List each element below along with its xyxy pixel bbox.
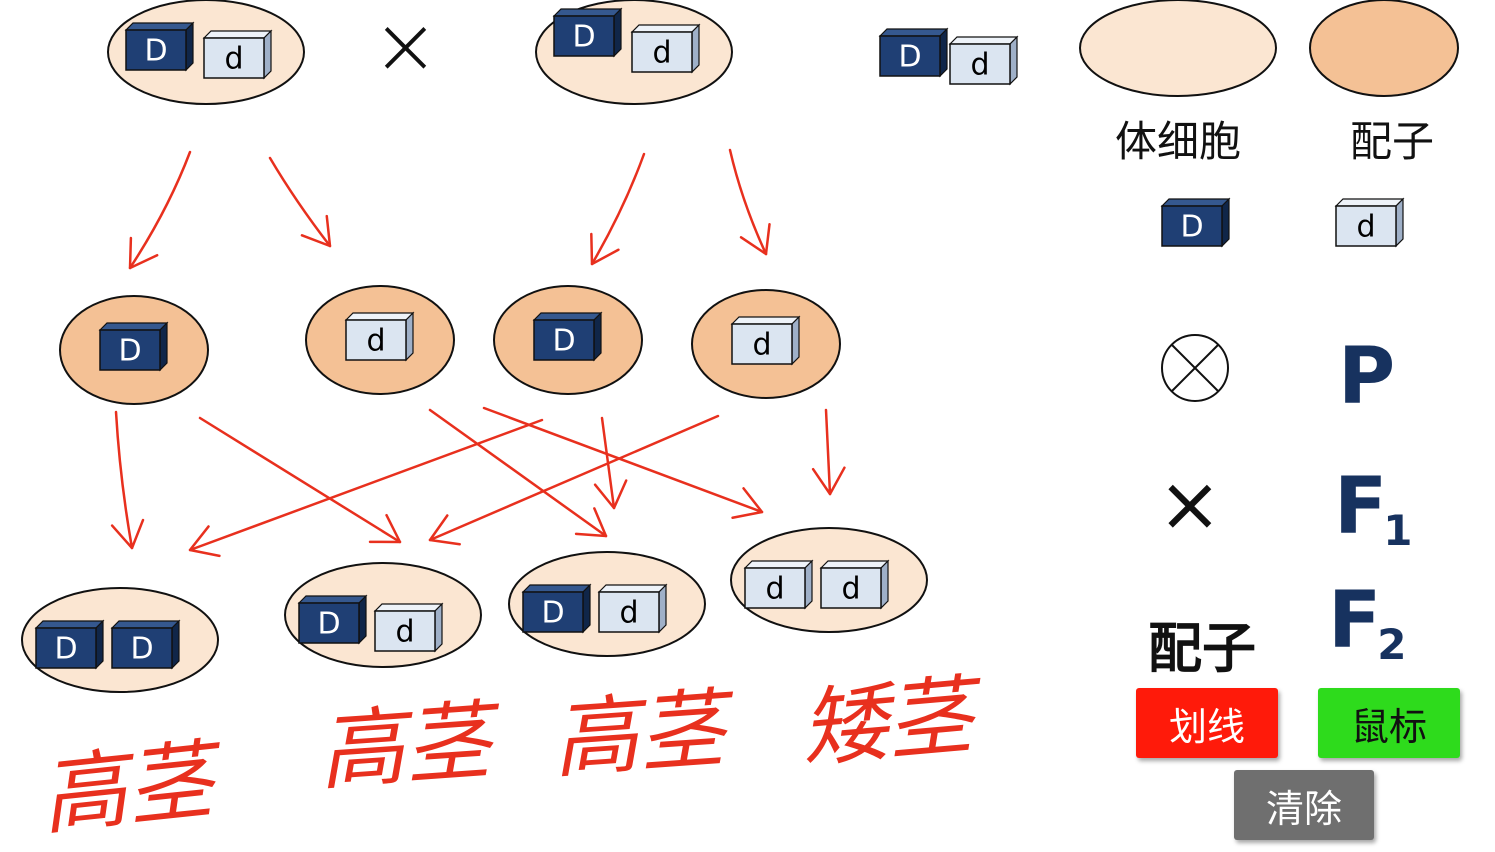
- dominant-allele-tool[interactable]: D: [1160, 197, 1231, 248]
- red-arrow: [428, 408, 608, 538]
- allele-letter: D: [118, 334, 141, 369]
- arrows-layer: [110, 148, 846, 558]
- mouse-button[interactable]: 鼠标: [1318, 688, 1460, 758]
- recessive-allele-block: d: [344, 311, 415, 362]
- gamete-cell: D: [493, 285, 643, 395]
- red-arrow: [198, 416, 402, 544]
- allele-letter: D: [541, 596, 564, 631]
- allele-letter: d: [366, 324, 385, 359]
- recessive-allele-block: d: [597, 583, 668, 634]
- recessive-allele-block: d: [730, 315, 801, 366]
- recessive-allele-block: d: [202, 29, 273, 80]
- generation-f2[interactable]: F2: [1328, 576, 1407, 669]
- allele-letter: D: [572, 20, 595, 55]
- allele-letter: d: [395, 615, 414, 650]
- dominant-allele-block: D: [110, 619, 181, 670]
- dominant-allele-block: D: [552, 7, 623, 58]
- cross-symbol: ×: [372, 0, 440, 92]
- phenotype-label: 矮茎: [796, 665, 977, 781]
- gamete-label: 配子: [1350, 117, 1435, 166]
- draw-line-button[interactable]: 划线: [1136, 688, 1278, 758]
- somatic-cell-tool[interactable]: [1079, 0, 1277, 97]
- red-arrow: [188, 418, 544, 558]
- recessive-allele-block: d: [948, 35, 1019, 86]
- dominant-allele-block: D: [878, 27, 949, 78]
- recessive-allele-block: d: [819, 559, 890, 610]
- allele-letter: D: [1180, 210, 1203, 245]
- gamete-cell-tool[interactable]: [1309, 0, 1459, 97]
- red-arrow: [811, 408, 846, 496]
- dominant-allele-block: D: [532, 311, 603, 362]
- red-arrow: [110, 410, 145, 550]
- allele-letter: D: [317, 607, 340, 642]
- phenotype-label: 高茎: [549, 679, 728, 791]
- red-arrow: [428, 414, 720, 546]
- red-arrow: [590, 152, 646, 266]
- recessive-allele-block: d: [373, 602, 444, 653]
- allele-letter: d: [619, 596, 638, 631]
- dominant-allele-block: D: [521, 583, 592, 634]
- red-arrow: [728, 148, 771, 256]
- somatic-cell-label: 体细胞: [1115, 117, 1242, 166]
- allele-letter: d: [224, 42, 243, 77]
- recessive-allele-block: d: [630, 23, 701, 74]
- red-arrow: [482, 406, 764, 519]
- allele-letter: D: [54, 632, 77, 667]
- red-arrow: [268, 156, 332, 248]
- dominant-allele-block: D: [297, 594, 368, 645]
- dominant-allele-block: D: [124, 21, 195, 72]
- allele-letter: d: [765, 572, 784, 607]
- allele-letter: d: [652, 36, 671, 71]
- phenotype-label: 高茎: [36, 730, 218, 848]
- gamete-cell: d: [691, 289, 841, 399]
- allele-letter: D: [898, 40, 921, 75]
- generation-f1[interactable]: F1: [1334, 462, 1413, 555]
- gamete-text-tool[interactable]: 配子: [1148, 617, 1256, 680]
- allele-letter: d: [970, 48, 989, 83]
- allele-letter: D: [144, 34, 167, 69]
- gamete-cell: d: [305, 285, 455, 395]
- allele-letter: d: [1356, 210, 1375, 245]
- recessive-allele-tool[interactable]: d: [1334, 197, 1405, 248]
- allele-letter: D: [130, 632, 153, 667]
- cross-palette-symbol[interactable]: ×: [1158, 459, 1222, 548]
- circle-cross-icon[interactable]: [1161, 334, 1229, 402]
- generation-p[interactable]: P: [1338, 332, 1396, 422]
- allele-letter: D: [552, 324, 575, 359]
- recessive-allele-block: d: [743, 559, 814, 610]
- allele-letter: d: [752, 328, 771, 363]
- red-arrow: [128, 150, 192, 270]
- dominant-allele-block: D: [98, 321, 169, 372]
- dominant-allele-block: D: [34, 619, 105, 670]
- gamete-cell: D: [59, 295, 209, 405]
- allele-letter: d: [841, 572, 860, 607]
- clear-button[interactable]: 清除: [1234, 770, 1374, 840]
- phenotype-label: 高茎: [315, 691, 494, 803]
